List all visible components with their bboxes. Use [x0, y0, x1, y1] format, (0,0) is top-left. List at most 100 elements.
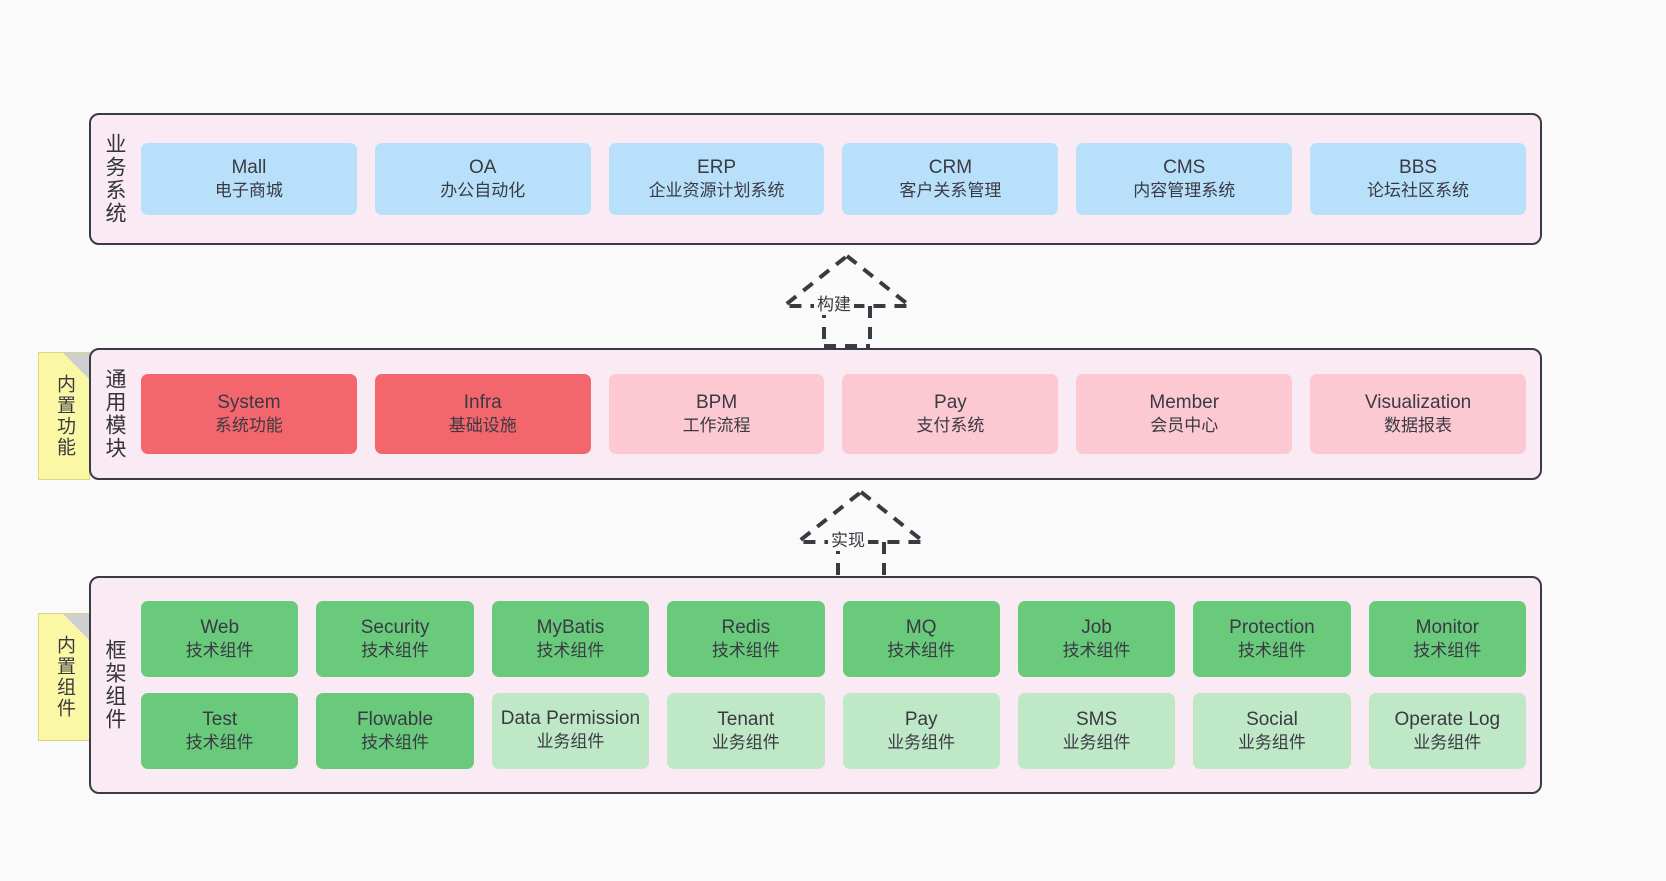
card-subtitle: 业务组件	[1413, 733, 1482, 753]
card-pay-business[interactable]: Pay 业务组件	[842, 693, 1000, 769]
card-title: Job	[1081, 617, 1112, 639]
card-mall[interactable]: Mall 电子商城	[141, 143, 357, 215]
card-title: Operate Log	[1394, 709, 1501, 731]
card-web[interactable]: Web 技术组件	[141, 601, 299, 677]
card-subtitle: 技术组件	[1062, 641, 1131, 661]
card-bbs[interactable]: BBS 论坛社区系统	[1310, 143, 1526, 215]
card-title: Mall	[231, 157, 267, 179]
card-operate-log[interactable]: Operate Log 业务组件	[1368, 693, 1526, 769]
card-subtitle: 论坛社区系统	[1367, 181, 1470, 201]
card-title: BBS	[1399, 157, 1438, 179]
card-job[interactable]: Job 技术组件	[1017, 601, 1176, 677]
card-title: CMS	[1163, 157, 1206, 179]
layer-framework-component: 框架组件 Web 技术组件 Security 技术组件 MyBatis 技术组件…	[89, 576, 1542, 794]
connector-build-arrow	[778, 253, 916, 348]
card-subtitle: 电子商城	[214, 181, 283, 201]
card-title: Tenant	[717, 709, 775, 731]
card-erp[interactable]: ERP 企业资源计划系统	[608, 143, 825, 215]
layer-common-module: 通用模块 System 系统功能 Infra 基础设施 BPM 工作流程 Pay…	[89, 348, 1542, 480]
card-title: Pay	[934, 392, 967, 414]
layer-business-system: 业务系统 Mall 电子商城 OA 办公自动化 ERP 企业资源计划系统 CRM…	[89, 113, 1542, 245]
card-title: Web	[200, 617, 240, 639]
layer-body-business-system: Mall 电子商城 OA 办公自动化 ERP 企业资源计划系统 CRM 客户关系…	[137, 115, 1540, 243]
card-test[interactable]: Test 技术组件	[141, 693, 299, 769]
connector-build-label: 构建	[814, 290, 854, 315]
card-subtitle: 技术组件	[711, 641, 780, 661]
layer-body-common-module: System 系统功能 Infra 基础设施 BPM 工作流程 Pay 支付系统…	[137, 350, 1540, 478]
card-subtitle: 业务组件	[711, 733, 780, 753]
note-fold-corner-icon	[63, 353, 89, 379]
card-subtitle: 技术组件	[185, 733, 254, 753]
card-tenant[interactable]: Tenant 业务组件	[667, 693, 825, 769]
layer-title-framework-component: 框架组件	[103, 639, 127, 731]
card-subtitle: 数据报表	[1384, 416, 1453, 436]
card-title: Pay	[904, 709, 938, 731]
card-title: CRM	[928, 157, 973, 179]
card-bpm[interactable]: BPM 工作流程	[608, 374, 825, 454]
card-member[interactable]: Member 会员中心	[1076, 374, 1293, 454]
note-label: 内置功能	[53, 374, 75, 458]
card-subtitle: 技术组件	[1413, 641, 1482, 661]
card-title: SMS	[1075, 709, 1118, 731]
card-subtitle: 基础设施	[448, 416, 517, 436]
card-subtitle: 工作流程	[682, 416, 751, 436]
connector-implement: 实现	[766, 486, 956, 584]
card-cms[interactable]: CMS 内容管理系统	[1076, 143, 1293, 215]
card-title: Infra	[463, 392, 502, 414]
card-title: Security	[360, 617, 430, 639]
business-card-row: Mall 电子商城 OA 办公自动化 ERP 企业资源计划系统 CRM 客户关系…	[141, 143, 1526, 215]
card-subtitle: 业务组件	[887, 733, 956, 753]
connector-implement-arrow	[792, 489, 930, 584]
card-title: MyBatis	[536, 617, 605, 639]
card-data-permission[interactable]: Data Permission 业务组件	[491, 693, 650, 769]
card-crm[interactable]: CRM 客户关系管理	[842, 143, 1059, 215]
card-flowable[interactable]: Flowable 技术组件	[316, 693, 474, 769]
connector-implement-label: 实现	[828, 526, 868, 551]
note-fold-corner-icon	[63, 614, 89, 640]
framework-card-row-business: Test 技术组件 Flowable 技术组件 Data Permission …	[141, 693, 1526, 769]
card-subtitle: 技术组件	[361, 733, 430, 753]
card-subtitle: 技术组件	[185, 641, 254, 661]
layer-title-common-module: 通用模块	[103, 368, 127, 460]
card-subtitle: 办公自动化	[440, 181, 526, 201]
card-title: Flowable	[357, 709, 434, 731]
card-security[interactable]: Security 技术组件	[316, 601, 474, 677]
card-title: Visualization	[1364, 392, 1472, 414]
card-oa[interactable]: OA 办公自动化	[374, 143, 591, 215]
card-title: Monitor	[1415, 617, 1479, 639]
card-mybatis[interactable]: MyBatis 技术组件	[491, 601, 650, 677]
card-infra[interactable]: Infra 基础设施	[374, 374, 591, 454]
card-subtitle: 技术组件	[536, 641, 605, 661]
card-monitor[interactable]: Monitor 技术组件	[1368, 601, 1526, 677]
layer-title-business-system: 业务系统	[103, 133, 127, 225]
card-title: OA	[469, 157, 497, 179]
card-title: Protection	[1229, 617, 1315, 639]
note-builtin-component: 内置组件	[38, 613, 90, 741]
card-subtitle: 内容管理系统	[1133, 181, 1236, 201]
card-subtitle: 业务组件	[1062, 733, 1131, 753]
card-mq[interactable]: MQ 技术组件	[842, 601, 1000, 677]
card-subtitle: 客户关系管理	[899, 181, 1002, 201]
card-sms[interactable]: SMS 业务组件	[1017, 693, 1176, 769]
card-visualization[interactable]: Visualization 数据报表	[1310, 374, 1526, 454]
card-subtitle: 技术组件	[361, 641, 430, 661]
card-title: ERP	[697, 157, 737, 179]
common-card-row: System 系统功能 Infra 基础设施 BPM 工作流程 Pay 支付系统…	[141, 374, 1526, 454]
card-system[interactable]: System 系统功能	[141, 374, 357, 454]
note-label: 内置组件	[53, 635, 75, 719]
card-title: BPM	[695, 392, 738, 414]
card-social[interactable]: Social 业务组件	[1193, 693, 1351, 769]
card-protection[interactable]: Protection 技术组件	[1193, 601, 1351, 677]
connector-build: 构建	[752, 250, 942, 348]
card-redis[interactable]: Redis 技术组件	[667, 601, 825, 677]
card-title: MQ	[905, 617, 937, 639]
card-title: Data Permission	[500, 708, 641, 730]
card-title: System	[217, 392, 281, 414]
framework-card-row-technical: Web 技术组件 Security 技术组件 MyBatis 技术组件 Redi…	[141, 601, 1526, 677]
card-subtitle: 技术组件	[1237, 641, 1306, 661]
card-subtitle: 企业资源计划系统	[648, 181, 785, 201]
card-subtitle: 支付系统	[916, 416, 985, 436]
card-subtitle: 业务组件	[1237, 733, 1306, 753]
card-pay[interactable]: Pay 支付系统	[842, 374, 1059, 454]
